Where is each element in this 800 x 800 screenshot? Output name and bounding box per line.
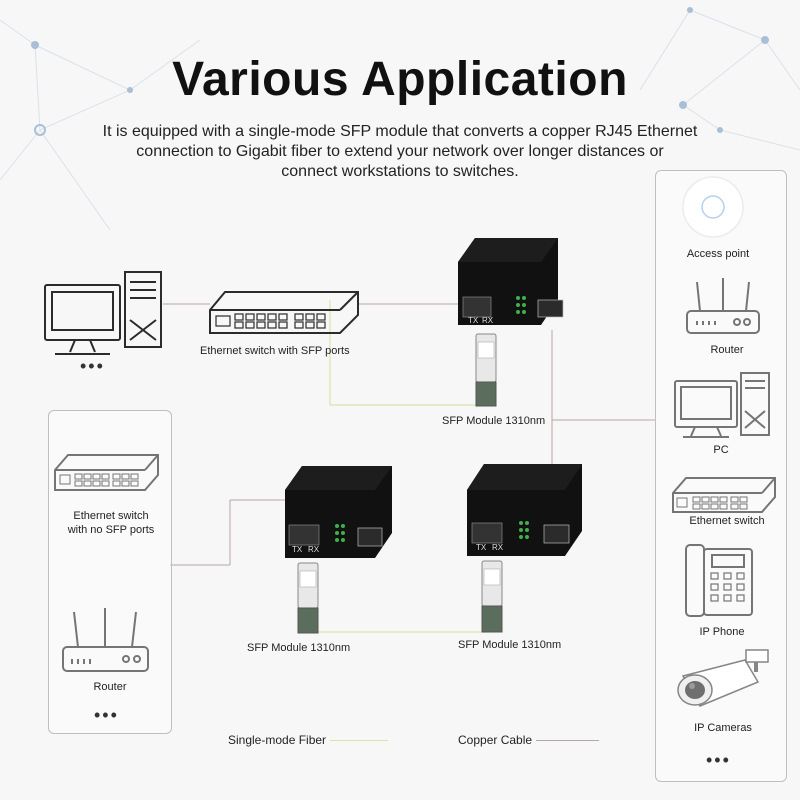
access-point-label: Access point (686, 248, 750, 260)
ip-cameras-label: IP Cameras (694, 722, 752, 734)
ethernet-switch-icon-right (672, 477, 776, 513)
ethernet-switch-no-sfp-icon (54, 454, 159, 491)
tx-label-top: TX (468, 316, 479, 325)
switch-with-sfp-label: Ethernet switch with SFP ports (200, 345, 350, 357)
background-network-nodes (31, 7, 769, 136)
tx-label-right: TX (476, 543, 487, 552)
page-subtitle: It is equipped with a single-mode SFP mo… (60, 122, 740, 182)
sfp-module-label-right: SFP Module 1310nm (458, 639, 562, 651)
ip-phone-icon (685, 544, 753, 617)
media-converter-right (467, 464, 582, 556)
pc-icon-right (674, 372, 770, 438)
legend-copper-line (536, 740, 599, 741)
copper-cables (163, 303, 655, 566)
legend-fiber-label: Single-mode Fiber (228, 733, 327, 747)
media-converter-left (285, 466, 392, 558)
sfp-module-label-left: SFP Module 1310nm (247, 642, 351, 654)
media-converter-top (458, 238, 564, 325)
switch-no-sfp-label-line-1: Ethernet switch (73, 510, 149, 522)
tx-label-left: TX (292, 545, 303, 554)
subtitle-line-1: It is equipped with a single-mode SFP mo… (102, 123, 698, 140)
switch-no-sfp-label-line-2: with no SFP ports (67, 524, 155, 536)
ip-camera-icon (677, 649, 769, 707)
rx-label-top: RX (482, 316, 494, 325)
subtitle-line-3: connect workstations to switches. (281, 163, 519, 180)
pc-group-more-dots: ••• (80, 356, 105, 376)
router-label-right: Router (710, 344, 744, 356)
rx-label-left: RX (308, 545, 320, 554)
legend-copper-label: Copper Cable (458, 733, 533, 747)
access-point-icon (682, 176, 744, 238)
ip-phone-label: IP Phone (699, 626, 745, 638)
left-panel-more-dots: ••• (94, 705, 119, 725)
ethernet-switch-label-right: Ethernet switch (689, 515, 765, 527)
sfp-module-right (481, 560, 503, 633)
left-device-panel (48, 410, 172, 734)
router-icon-right (686, 278, 760, 334)
background-network-pattern (0, 9, 800, 231)
right-panel-more-dots: ••• (706, 750, 731, 770)
legend-fiber-line (330, 740, 388, 741)
sfp-module-left (297, 562, 319, 634)
router-icon-left (62, 608, 149, 672)
sfp-module-label-top: SFP Module 1310nm (442, 415, 546, 427)
fiber-cables (310, 300, 490, 633)
ethernet-switch-sfp-icon (209, 291, 359, 334)
sfp-module-top (475, 333, 497, 407)
pc-label-right: PC (713, 444, 729, 456)
switch-no-sfp-label: Ethernet switch with no SFP ports (58, 509, 164, 537)
page-title: Various Application (172, 53, 628, 106)
right-device-panel (655, 170, 787, 782)
subtitle-line-2: connection to Gigabit fiber to extend yo… (136, 143, 664, 160)
router-label-left: Router (93, 681, 127, 693)
pc-icon-left (44, 271, 162, 355)
rx-label-right: RX (492, 543, 504, 552)
